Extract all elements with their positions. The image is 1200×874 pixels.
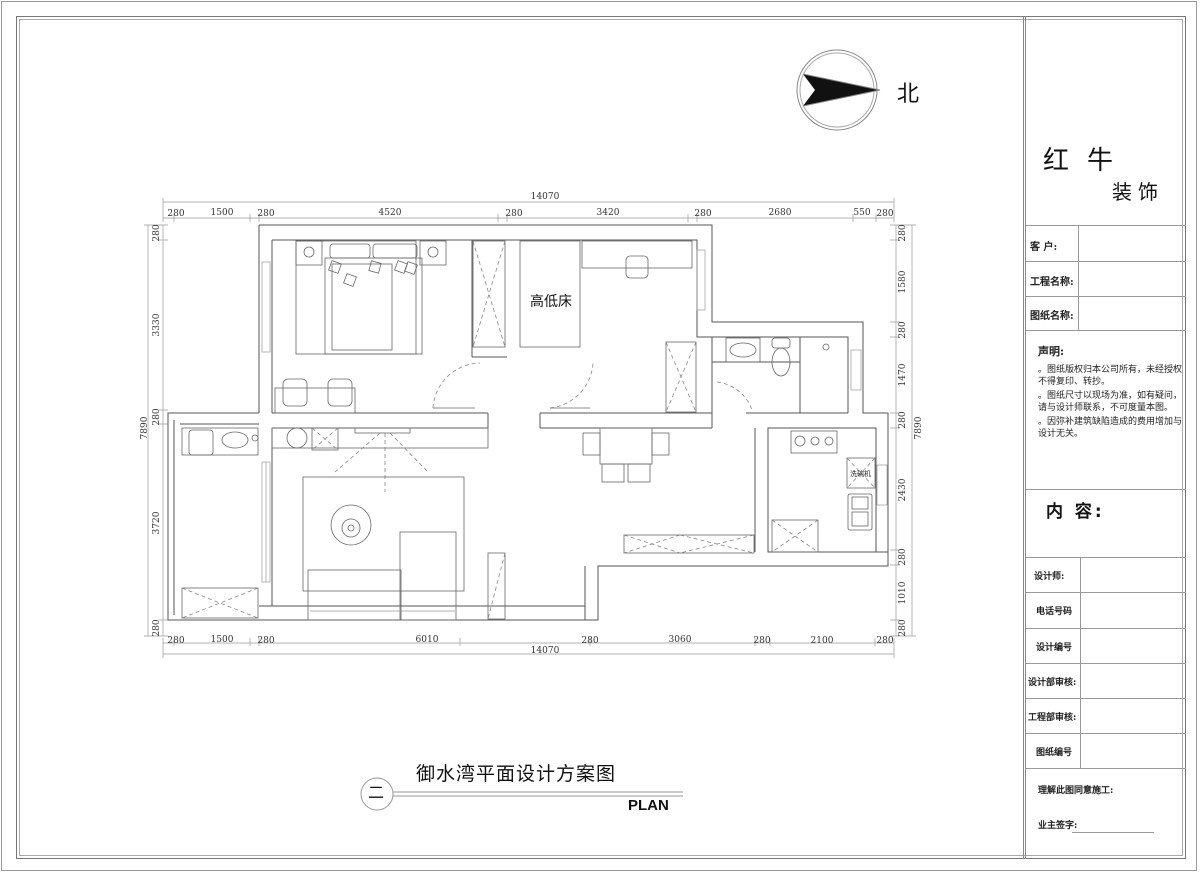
dim-bottom: 1500 <box>211 635 234 645</box>
dim-right: 1010 <box>898 581 908 604</box>
dim-top: 280 <box>694 209 711 219</box>
sheet-number: 二 <box>368 783 385 802</box>
dim-top: 280 <box>167 209 184 219</box>
tb-col-divider <box>1078 225 1079 330</box>
tb-col-divider <box>1080 557 1081 768</box>
engineering-review-label: 工程部审核: <box>1028 713 1077 723</box>
dim-top: 2680 <box>769 208 792 218</box>
dishwasher-label: 洗碗机 <box>850 470 871 478</box>
kitchen <box>771 430 876 553</box>
notice-item: 。图纸尺寸以现场为准，如有疑问，请与设计师联系，不可度量本图。 <box>1038 391 1183 413</box>
floor-plan: 14070 280 1500 280 4520 280 3420 280 268… <box>140 49 924 811</box>
drawing-title-en: PLAN <box>628 797 669 814</box>
tb-divider <box>1026 296 1186 297</box>
notice-item: 。图纸版权归本公司所有，未经授权不得复印、转抄。 <box>1038 365 1183 387</box>
tb-divider <box>1026 663 1186 664</box>
drawing-name-label: 图纸名称: <box>1030 311 1074 322</box>
dim-right: 280 <box>898 619 908 636</box>
dim-top-total: 14070 <box>531 192 560 202</box>
brand-name-line2: 装饰 <box>1112 180 1164 204</box>
tb-divider <box>1026 330 1186 331</box>
dim-right: 1470 <box>898 363 908 386</box>
brand-name-line1: 红牛 <box>1043 146 1132 176</box>
dim-right: 2430 <box>898 478 908 501</box>
client-label: 客 户: <box>1030 242 1058 253</box>
walls <box>167 224 889 621</box>
dim-left: 280 <box>152 224 162 241</box>
dim-bottom: 280 <box>581 636 598 646</box>
tb-divider <box>1026 489 1186 490</box>
dim-top: 280 <box>505 209 522 219</box>
dim-bottom: 280 <box>876 636 893 646</box>
dimension-left <box>144 224 168 637</box>
sheet-number-symbol <box>360 777 683 811</box>
dim-right-total: 7890 <box>914 416 924 439</box>
dim-left: 280 <box>152 619 162 636</box>
designer-label: 设计师: <box>1034 572 1065 582</box>
dimension-bottom <box>162 638 895 658</box>
dim-left: 280 <box>152 408 162 425</box>
tb-divider <box>1026 261 1186 262</box>
design-number-label: 设计编号 <box>1036 643 1073 653</box>
dimension-right <box>890 224 916 637</box>
dimension-top <box>162 198 895 222</box>
dim-bottom: 280 <box>753 636 770 646</box>
dimension-labels-right: 280 1580 280 1470 280 2430 280 1010 280 … <box>898 224 924 636</box>
tb-divider <box>1026 628 1186 629</box>
tb-divider <box>1026 592 1186 593</box>
dim-top: 280 <box>876 209 893 219</box>
dim-top: 4520 <box>379 208 402 218</box>
dim-top: 280 <box>257 209 274 219</box>
dim-right: 280 <box>898 321 908 338</box>
dim-left-total: 7890 <box>140 416 150 439</box>
dining-area <box>582 427 755 554</box>
notice-heading: 声明: <box>1038 345 1065 358</box>
dim-right: 1580 <box>898 270 908 293</box>
dim-top: 1500 <box>211 208 234 218</box>
drawing-frame-inner <box>19 19 1183 856</box>
phone-label: 电话号码 <box>1036 607 1073 617</box>
living-room <box>271 427 506 621</box>
dim-right: 280 <box>898 548 908 565</box>
tb-divider <box>1026 698 1186 699</box>
title-block: 客 户: 工程名称: 图纸名称: 设计师: 电话号码 设计编号 设计部审核: 工… <box>1023 16 1186 859</box>
dimension-labels-left: 280 3330 280 3720 280 7890 <box>140 224 162 636</box>
dim-top: 3420 <box>597 208 620 218</box>
dim-left: 3330 <box>152 313 162 336</box>
owner-signature-label: 业主签字: <box>1038 821 1078 831</box>
dim-top: 550 <box>853 208 870 218</box>
bathroom <box>716 337 830 411</box>
approval-text: 理解此图同意施工: <box>1038 786 1114 796</box>
design-review-label: 设计部审核: <box>1028 678 1077 688</box>
kids-room <box>519 240 697 413</box>
tb-divider <box>1026 557 1186 558</box>
notice-item: 。因弥补建筑缺陷造成的费用增加与设计无关。 <box>1038 417 1183 439</box>
tb-divider <box>1026 225 1186 226</box>
dim-bottom: 6010 <box>416 635 439 645</box>
dim-left: 3720 <box>152 511 162 534</box>
notice-block: 声明: 。图纸版权归本公司所有，未经授权不得复印、转抄。 。图纸尺寸以现场为准，… <box>1038 346 1184 442</box>
balcony <box>181 427 259 619</box>
dim-bottom: 3060 <box>669 635 692 645</box>
loft-bed-label: 高低床 <box>530 294 572 310</box>
north-label: 北 <box>897 82 920 107</box>
dim-bottom-total: 14070 <box>531 646 560 656</box>
north-arrow-icon <box>796 49 881 131</box>
dimension-labels-bottom: 280 1500 280 6010 280 3060 280 2100 280 … <box>167 635 893 656</box>
dim-bottom: 280 <box>257 636 274 646</box>
drawing-frame-outer <box>16 16 1186 859</box>
dim-bottom: 280 <box>167 636 184 646</box>
content-label: 内 容: <box>1046 502 1105 522</box>
tb-divider <box>1026 733 1186 734</box>
dim-right: 280 <box>898 411 908 428</box>
dimension-labels-top: 14070 280 1500 280 4520 280 3420 280 268… <box>167 192 893 219</box>
drawing-title: 御水湾平面设计方案图 <box>416 763 617 785</box>
dim-right: 280 <box>898 224 908 241</box>
tb-divider <box>1026 768 1186 769</box>
project-name-label: 工程名称: <box>1030 277 1074 288</box>
dim-bottom: 2100 <box>811 636 834 646</box>
master-bedroom <box>274 240 506 414</box>
drawing-number-label: 图纸编号 <box>1036 748 1073 758</box>
owner-signature-line[interactable] <box>1072 832 1154 833</box>
